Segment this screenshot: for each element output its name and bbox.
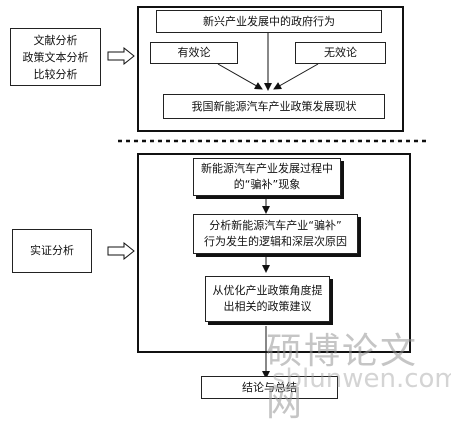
node-policy-status: 我国新能源汽车产业政策发展现状: [163, 94, 385, 119]
node-conclusion: 结论与总结: [201, 376, 338, 399]
arrow-ineffective-to-status: [273, 63, 319, 90]
node-government-role: 新兴产业发展中的政府行为: [156, 10, 382, 33]
method-box-empirical: 实证分析: [12, 229, 92, 273]
node-ineffective: 无效论: [295, 42, 386, 64]
connector-lines: [107, 33, 428, 379]
node-policy-suggestions: 从优化产业政策角度提 出相关的政策建议: [205, 276, 330, 322]
node-effective: 有效论: [150, 42, 238, 64]
method-box-literature: 文献分析 政策文本分析 比较分析: [10, 28, 101, 86]
node-fraud-phenomenon: 新能源汽车产业发展过程中 的“骗补”现象: [193, 158, 341, 196]
arrow-effective-to-status: [217, 63, 263, 90]
double-arrow-top: [107, 46, 135, 66]
double-arrow-empirical: [107, 241, 135, 261]
node-cause-analysis: 分析新能源汽车产业“骗补” 行为发生的逻辑和深层次原因: [193, 214, 358, 254]
